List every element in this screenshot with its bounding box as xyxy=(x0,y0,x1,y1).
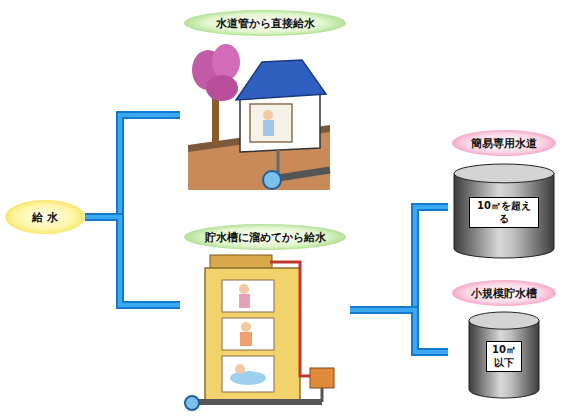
water-main xyxy=(278,170,330,178)
connector-line xyxy=(85,115,180,217)
connector-line xyxy=(85,217,180,305)
house-scene xyxy=(188,44,330,190)
tank-node: 簡易専用水道 10㎥を超える xyxy=(448,128,560,260)
pump xyxy=(310,368,334,388)
scene-heading: 水道管から直接給水 xyxy=(184,10,346,36)
person xyxy=(235,364,245,374)
house-wall xyxy=(240,92,320,152)
capacity-label: 10㎥を超える xyxy=(469,197,539,228)
supply-pipe xyxy=(270,262,318,376)
water-main xyxy=(194,399,322,405)
connector-line xyxy=(350,310,448,352)
tank-heading: 小規模貯水槽 xyxy=(452,280,556,306)
tank-label-area: 10㎥ 以下 xyxy=(469,322,539,391)
cylinder-top xyxy=(454,164,554,183)
window xyxy=(222,280,274,312)
window xyxy=(222,356,274,392)
connector xyxy=(350,310,448,352)
source-label: 給 水 xyxy=(5,200,85,234)
connector xyxy=(350,207,448,310)
water-main-end xyxy=(263,171,281,189)
person xyxy=(239,284,249,294)
building xyxy=(205,268,300,400)
cylinder-body xyxy=(454,173,554,258)
connector-line xyxy=(350,310,448,352)
connector-line xyxy=(350,207,448,310)
person xyxy=(240,332,252,346)
connector-line xyxy=(350,207,448,310)
tank-node: 小規模貯水槽 10㎥ 以下 xyxy=(448,278,560,400)
house-roof xyxy=(236,60,326,100)
person xyxy=(263,110,273,120)
source-oval: 給 水 xyxy=(5,200,85,234)
bath xyxy=(230,371,266,385)
capacity-label: 10㎥ 以下 xyxy=(486,341,522,372)
person xyxy=(239,294,250,308)
water-main-end xyxy=(185,396,199,410)
person xyxy=(263,120,274,136)
tree-leaves xyxy=(206,75,238,101)
roof-tank xyxy=(210,255,272,269)
house-window xyxy=(250,104,292,142)
scene-heading: 貯水槽に溜めてから給水 xyxy=(184,224,346,250)
supply-scene: 貯水槽に溜めてから給水 xyxy=(180,222,350,414)
supply-scene: 水道管から直接給水 xyxy=(180,8,350,193)
building-scene xyxy=(185,255,334,410)
tree-leaves xyxy=(212,44,240,80)
person xyxy=(241,322,251,332)
connector-line xyxy=(85,217,180,305)
connector-line xyxy=(85,115,180,217)
service-pipe xyxy=(321,388,324,402)
cylinder-top xyxy=(469,312,539,329)
cylinder-body xyxy=(469,321,539,398)
connector xyxy=(85,217,180,305)
tank-label-area: 10㎥を超える xyxy=(454,175,554,250)
connector xyxy=(85,115,180,217)
tank-heading: 簡易専用水道 xyxy=(452,130,556,156)
window xyxy=(222,318,274,350)
